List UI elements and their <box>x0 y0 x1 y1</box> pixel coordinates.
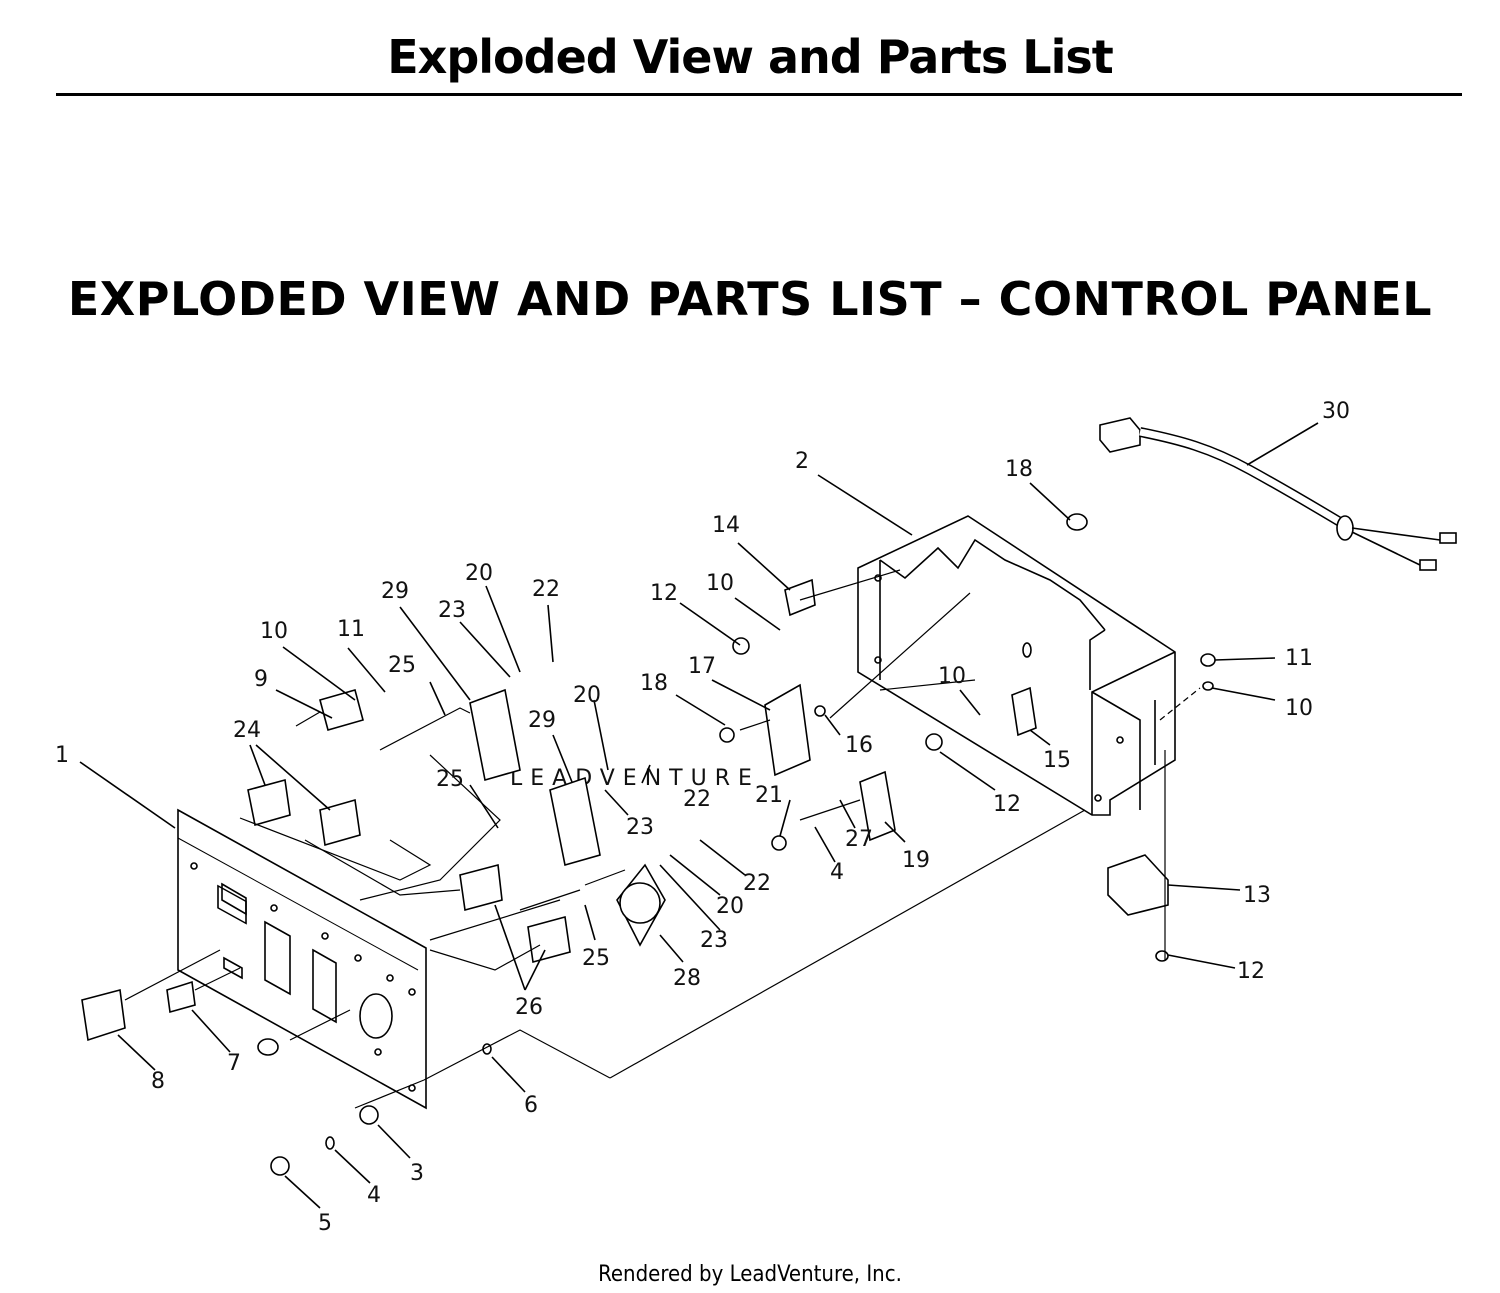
page-title: Exploded View and Parts List <box>387 30 1114 84</box>
callout-13: 13 <box>1243 883 1271 908</box>
callout-5: 5 <box>318 1211 332 1236</box>
callout-17: 17 <box>688 654 716 679</box>
callout-18: 18 <box>1005 457 1033 482</box>
callout-30: 30 <box>1322 399 1350 424</box>
callout-23: 23 <box>700 928 728 953</box>
section-title: EXPLODED VIEW AND PARTS LIST – CONTROL P… <box>67 272 1433 326</box>
callout-24: 24 <box>233 718 261 743</box>
callout-4: 4 <box>367 1183 381 1208</box>
callout-10: 10 <box>260 619 288 644</box>
callout-29: 29 <box>381 579 409 604</box>
callout-22: 22 <box>683 787 711 812</box>
callout-15: 15 <box>1043 748 1071 773</box>
callout-9: 9 <box>254 667 268 692</box>
callout-18: 18 <box>640 671 668 696</box>
callout-21: 21 <box>755 783 783 808</box>
callout-23: 23 <box>438 598 466 623</box>
callout-20: 20 <box>573 683 601 708</box>
callout-25: 25 <box>436 767 464 792</box>
callout-2: 2 <box>795 449 809 474</box>
callout-22: 22 <box>743 871 771 896</box>
callout-16: 16 <box>845 733 873 758</box>
callout-14: 14 <box>712 513 740 538</box>
callout-12: 12 <box>993 792 1021 817</box>
callout-10: 10 <box>706 571 734 596</box>
callout-12: 12 <box>1237 959 1265 984</box>
callout-20: 20 <box>716 894 744 919</box>
callout-19: 19 <box>902 848 930 873</box>
callout-22: 22 <box>532 577 560 602</box>
callout-20: 20 <box>465 561 493 586</box>
watermark-text: LEADVENTURE <box>510 766 760 791</box>
callout-7: 7 <box>227 1051 241 1076</box>
callout-10: 10 <box>1285 696 1313 721</box>
callout-3: 3 <box>410 1161 424 1186</box>
callout-6: 6 <box>524 1093 538 1118</box>
callout-8: 8 <box>151 1069 165 1094</box>
footer-credit: Rendered by LeadVenture, Inc. <box>598 1262 902 1287</box>
callout-11: 11 <box>337 617 365 642</box>
callout-labels: 30 2 18 14 10 12 20 22 29 23 10 11 25 9 … <box>55 399 1350 1236</box>
callout-25: 25 <box>582 946 610 971</box>
title-rule <box>56 93 1462 96</box>
callout-29: 29 <box>528 708 556 733</box>
callout-26: 26 <box>515 995 543 1020</box>
callout-27: 27 <box>845 827 873 852</box>
callout-10: 10 <box>938 664 966 689</box>
callout-23: 23 <box>626 815 654 840</box>
callout-1: 1 <box>55 743 69 768</box>
callout-11: 11 <box>1285 646 1313 671</box>
callout-12: 12 <box>650 581 678 606</box>
callout-25: 25 <box>388 653 416 678</box>
callout-28: 28 <box>673 966 701 991</box>
callout-4: 4 <box>830 860 844 885</box>
diagram-drawing <box>79 417 1457 1209</box>
